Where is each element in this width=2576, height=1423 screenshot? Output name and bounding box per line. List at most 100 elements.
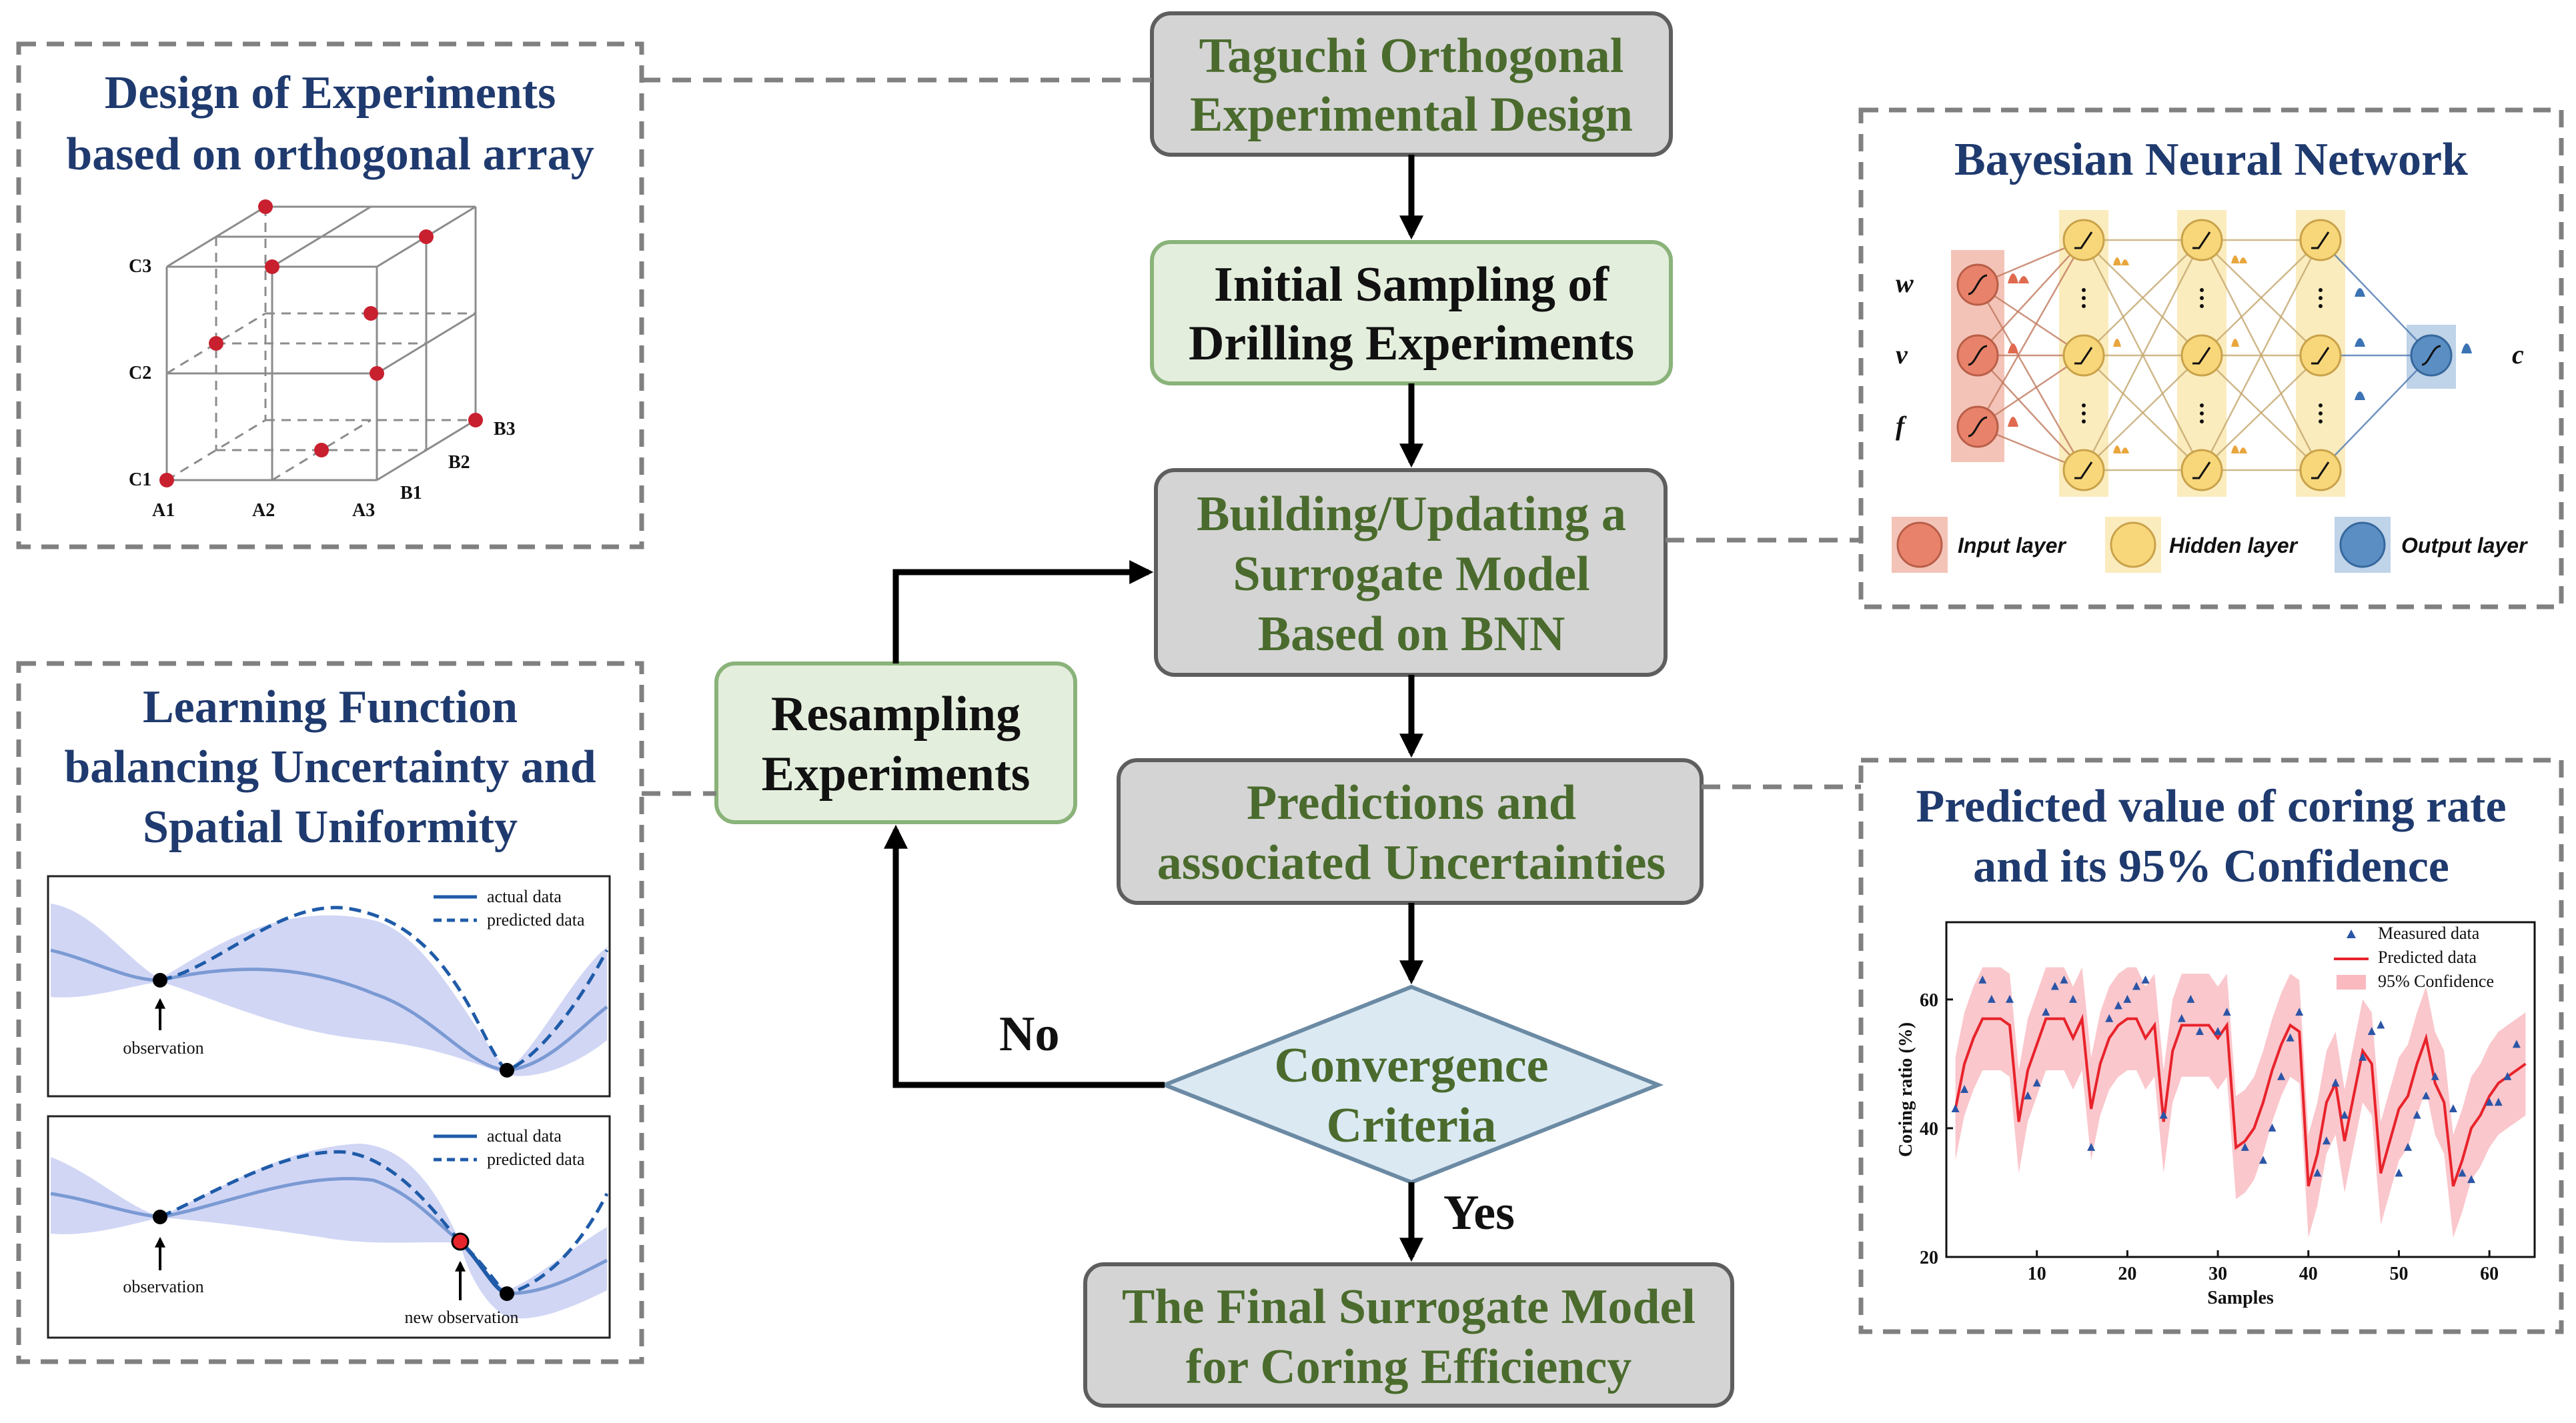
initial-line-1: Initial Sampling of — [1214, 257, 1610, 312]
vertical-ellipses — [2082, 288, 2323, 423]
bnn-edge — [1977, 239, 2084, 356]
input-f-label: f — [1896, 411, 1907, 441]
measured-point — [2268, 1123, 2277, 1132]
measured-point — [2186, 994, 2195, 1003]
measured-point — [2177, 1014, 2186, 1022]
bnn-edge — [1976, 284, 2085, 471]
measured-point — [2377, 1020, 2385, 1029]
legend-output: Output layer — [2401, 533, 2528, 557]
c2-label: C2 — [129, 363, 151, 383]
bnn-edge — [2083, 355, 2202, 471]
learning-title-2: balancing Uncertainty and — [64, 742, 596, 793]
convergence-line-2: Criteria — [1327, 1098, 1497, 1153]
measured-point — [1951, 1104, 1960, 1112]
bnn-edge — [2201, 355, 2321, 471]
bnn-title: Bayesian Neural Network — [1954, 134, 2468, 185]
resampling-box: Resampling Experiments — [714, 661, 1077, 824]
gp-plot-1: observation actual data predicted data — [47, 875, 611, 1098]
learning-panel: Learning Function balancing Uncertainty … — [16, 661, 644, 1364]
weight-distributions — [2008, 255, 2472, 453]
measured-point — [2005, 994, 2014, 1003]
x-tick-label: 40 — [2299, 1264, 2318, 1284]
measured-point — [2494, 1098, 2503, 1106]
measured-point — [2105, 1014, 2114, 1022]
plot2-legend-actual: actual data — [487, 1126, 562, 1146]
hidden-nodes — [2062, 219, 2342, 491]
bnn-connections — [1976, 239, 2432, 471]
building-line-3: Based on BNN — [1258, 607, 1565, 661]
measured-point — [2087, 1142, 2096, 1151]
measured-point — [2114, 1001, 2122, 1010]
measured-point — [2050, 982, 2059, 990]
b3-label: B3 — [494, 419, 516, 439]
taguchi-line-1: Taguchi Orthogonal — [1199, 29, 1624, 83]
bnn-edge — [1977, 354, 2084, 428]
measured-point — [2132, 982, 2140, 990]
doe-panel: Design of Experiments based on orthogona… — [16, 41, 644, 549]
bnn-edge — [2320, 239, 2432, 356]
bnn-edge — [1977, 355, 2084, 471]
b1-label: B1 — [400, 483, 422, 503]
measured-point — [2331, 1078, 2340, 1087]
measured-point — [1960, 1085, 1969, 1093]
chart-legend-1: Predicted data — [2378, 948, 2477, 967]
measured-point — [2341, 1110, 2349, 1119]
learning-title-1: Learning Function — [143, 681, 518, 733]
plot1-legend-predicted: predicted data — [487, 910, 585, 930]
measured-point — [2404, 1142, 2413, 1151]
taguchi-box: Taguchi Orthogonal Experimental Design — [1150, 11, 1673, 157]
a3-label: A3 — [352, 500, 375, 521]
bnn-edge — [1977, 283, 2084, 357]
measured-point — [2485, 1098, 2494, 1106]
c3-label: C3 — [129, 256, 151, 277]
b2-label: B2 — [448, 452, 470, 473]
measured-point — [2222, 1008, 2231, 1016]
convergence-line-1: Convergence — [1275, 1038, 1549, 1093]
chart-frame — [1945, 921, 2536, 1258]
output-c-label: c — [2512, 339, 2524, 369]
gp-plot-2: observation new observation actual data … — [47, 1115, 611, 1339]
y-tick-label: 60 — [1920, 990, 1938, 1011]
building-line-2: Surrogate Model — [1233, 547, 1589, 601]
bnn-edge — [2082, 239, 2203, 471]
predictions-line-2: associated Uncertainties — [1157, 836, 1666, 890]
predicted-title-2: and its 95% Confidence — [1973, 841, 2449, 892]
legend-hidden: Hidden layer — [2169, 533, 2299, 557]
final-line-1: The Final Surrogate Model — [1122, 1280, 1696, 1334]
observation-label-2: observation — [123, 1277, 203, 1296]
activation-glyphs — [1968, 231, 2441, 479]
measured-point — [2359, 1052, 2367, 1061]
plot1-legend-actual: actual data — [487, 887, 562, 906]
measured-point — [2024, 1091, 2032, 1100]
yes-label: Yes — [1443, 1186, 1515, 1240]
final-box: The Final Surrogate Model for Coring Eff… — [1083, 1262, 1734, 1408]
measured-point — [2060, 975, 2068, 984]
measured-point — [2240, 1142, 2249, 1151]
measured-point — [2422, 1091, 2431, 1100]
plot2-legend-predicted: predicted data — [487, 1150, 585, 1169]
flow-arrows — [884, 155, 1423, 1262]
initial-sampling-box: Initial Sampling of Drilling Experiments — [1150, 240, 1673, 385]
doe-points — [159, 199, 483, 487]
x-tick-label: 60 — [2480, 1264, 2499, 1284]
bnn-edge — [2201, 239, 2321, 356]
measured-point — [2042, 1008, 2050, 1016]
predictions-line-1: Predictions and — [1247, 776, 1576, 830]
y-tick-label: 40 — [1920, 1119, 1938, 1140]
measured-point — [2159, 1110, 2168, 1119]
learning-title-3: Spatial Uniformity — [143, 802, 518, 853]
measured-point — [2195, 1027, 2204, 1036]
measured-point — [2123, 994, 2132, 1003]
bnn-panel: Bayesian Neural Network — [1858, 107, 2564, 609]
chart-legend-2: 95% Confidence — [2378, 972, 2494, 991]
measured-point — [1987, 994, 1996, 1003]
bnn-edge — [2320, 355, 2432, 471]
resampling-line-2: Experiments — [762, 747, 1031, 802]
doe-title-2: based on orthogonal array — [66, 129, 594, 180]
bnn-edge — [2083, 239, 2202, 356]
chart-legend-0: Measured data — [2378, 924, 2480, 943]
measured-point — [2322, 1136, 2331, 1145]
measured-point — [2458, 1168, 2467, 1177]
measured-point — [2313, 1168, 2322, 1177]
